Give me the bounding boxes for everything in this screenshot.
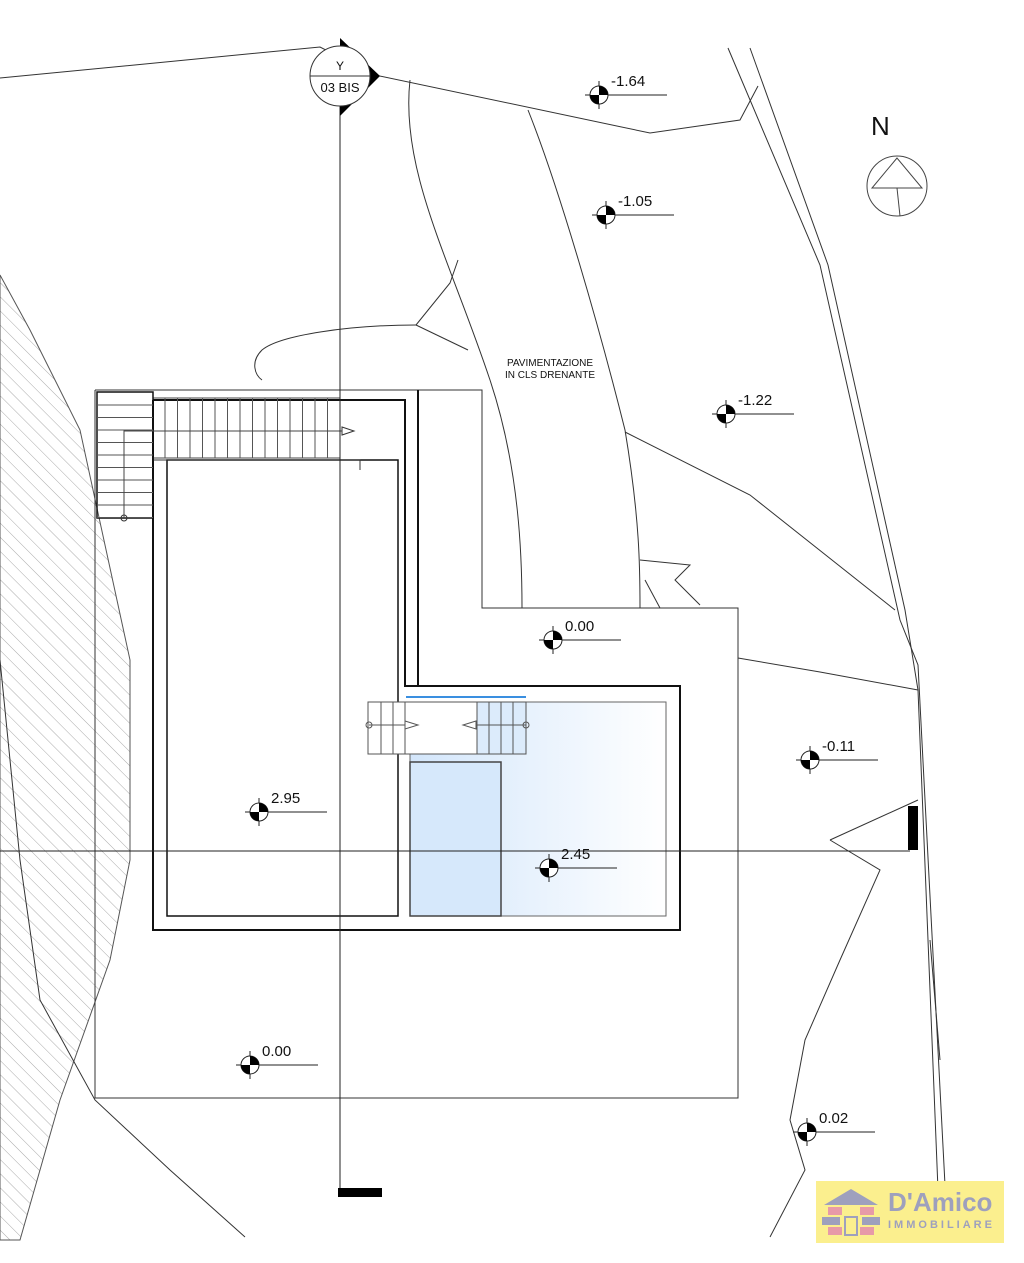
house-wall xyxy=(153,390,419,687)
section-letter: Y xyxy=(336,59,344,73)
section-cut-bar-bottom xyxy=(338,1188,382,1197)
paving-label-line2: IN CLS DRENANTE xyxy=(505,370,595,381)
section-marker: Y 03 BIS xyxy=(309,38,380,116)
elevation-label: 0.02 xyxy=(819,1110,848,1127)
elevation-marker: 2.45 xyxy=(535,846,617,882)
top-boundary xyxy=(0,46,759,134)
elevation-label: -1.05 xyxy=(618,193,652,210)
elevation-marker: 2.95 xyxy=(245,790,327,826)
road-left-edge xyxy=(408,79,523,609)
elevation-marker: 0.00 xyxy=(539,618,621,654)
house-logo-icon xyxy=(822,1189,880,1236)
damico-logo: D'Amico IMMOBILIARE xyxy=(816,1181,1004,1243)
elevation-marker: 0.00 xyxy=(236,1043,318,1079)
elevation-label: -0.11 xyxy=(822,738,855,755)
elevation-marker: -1.64 xyxy=(585,73,667,109)
logo-name: D'Amico xyxy=(888,1187,993,1217)
paving-label-line1: PAVIMENTAZIONE xyxy=(507,358,593,369)
section-cut-bar-right xyxy=(908,806,918,850)
elevation-label: 0.00 xyxy=(565,618,594,635)
elevation-marker: -1.22 xyxy=(712,392,794,428)
logo-tagline: IMMOBILIARE xyxy=(888,1219,995,1231)
north-label: N xyxy=(871,111,890,141)
elevation-marker: -0.11 xyxy=(796,738,878,774)
elevation-label: -1.64 xyxy=(611,73,645,90)
elevation-label: 0.00 xyxy=(262,1043,291,1060)
elevation-label: 2.45 xyxy=(561,846,590,863)
road-right-edge xyxy=(527,109,641,609)
hatched-slope xyxy=(0,274,131,1241)
site-outline xyxy=(94,389,739,1099)
section-code: 03 BIS xyxy=(320,80,359,95)
elevation-marker: 0.02 xyxy=(793,1110,875,1146)
elevation-marker: -1.05 xyxy=(592,193,674,229)
elevation-label: 2.95 xyxy=(271,790,300,807)
north-arrow-icon xyxy=(866,155,928,217)
elevation-label: -1.22 xyxy=(738,392,772,409)
